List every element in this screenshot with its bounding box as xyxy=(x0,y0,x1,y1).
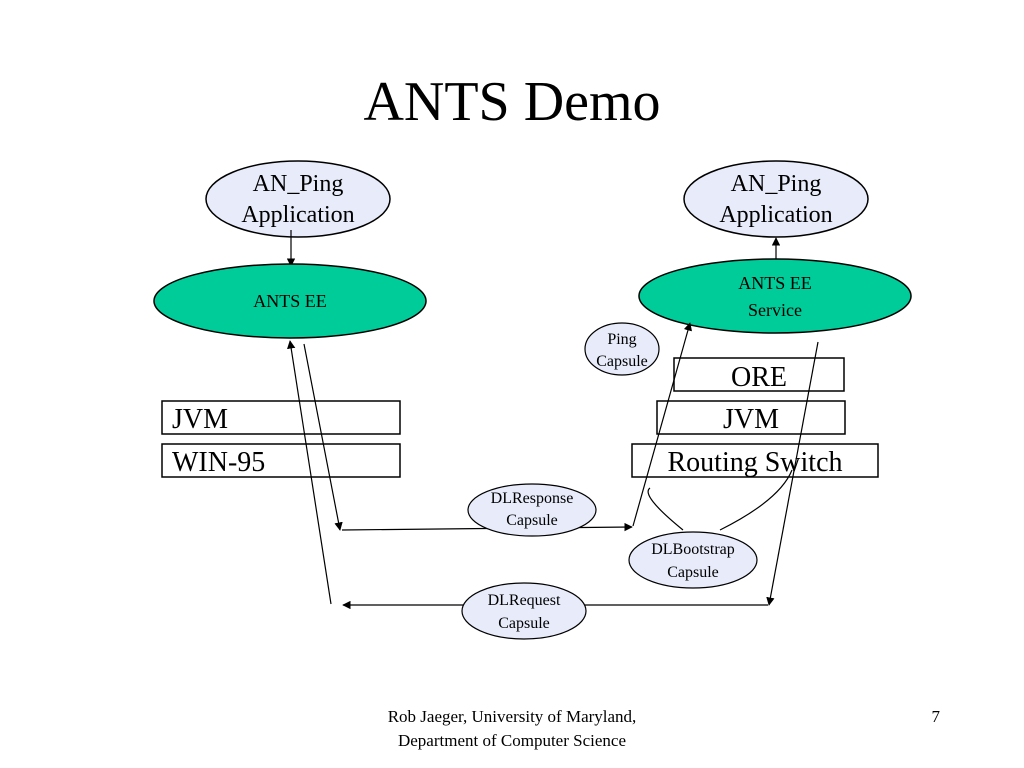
right-jvm-label: JVM xyxy=(723,404,779,435)
right-ore-label: ORE xyxy=(731,362,787,393)
left-os-box: WIN-95 xyxy=(161,443,401,478)
dlresponse-capsule-line2: Capsule xyxy=(506,512,558,529)
dlbootstrap-capsule: DLBootstrap Capsule xyxy=(628,531,758,589)
right-ee-down-arrow xyxy=(766,341,819,606)
dlbootstrap-capsule-line2: Capsule xyxy=(667,564,719,581)
left-ee-label: ANTS EE xyxy=(253,291,327,311)
left-up-to-ee-arrow xyxy=(287,340,332,605)
footer-line2: Department of Computer Science xyxy=(397,731,626,750)
right-jvm-box: JVM xyxy=(656,400,846,435)
left-jvm-label: JVM xyxy=(172,404,228,435)
ping-capsule-line2: Capsule xyxy=(596,353,648,370)
right-ee-ellipse xyxy=(638,258,912,334)
dlrequest-capsule-line1: DLRequest xyxy=(488,592,561,609)
left-app-label-line2: Application xyxy=(241,202,354,228)
ping-capsule-path-arrow xyxy=(632,322,692,527)
left-jvm-box: JVM xyxy=(161,400,401,435)
right-ee-label-line2: Service xyxy=(748,300,802,320)
right-ee-label-line1: ANTS EE xyxy=(738,273,812,293)
dlbootstrap-capsule-line1: DLBootstrap xyxy=(651,541,735,558)
right-ore-box: ORE xyxy=(673,357,845,393)
left-ee-ellipse xyxy=(153,263,427,339)
footer-line1: Rob Jaeger, University of Maryland, xyxy=(387,707,637,726)
dlresponse-capsule-line1: DLResponse xyxy=(491,490,574,507)
left-ee-node: ANTS EE xyxy=(153,263,427,339)
left-ee-down-line xyxy=(303,343,343,531)
dlrequest-capsule: DLRequest Capsule xyxy=(461,582,587,640)
right-app-ellipse xyxy=(683,160,869,238)
dlbootstrap-curve xyxy=(647,469,793,531)
right-app-label-line1: AN_Ping xyxy=(731,171,822,197)
dlrequest-capsule-line2: Capsule xyxy=(498,615,550,632)
ping-capsule: Ping Capsule xyxy=(584,322,660,376)
left-app-node: AN_Ping Application xyxy=(205,160,391,238)
right-routing-box: Routing Switch xyxy=(631,443,879,478)
left-app-label-line1: AN_Ping xyxy=(253,171,344,197)
right-app-label-line2: Application xyxy=(719,202,832,228)
left-app-ellipse xyxy=(205,160,391,238)
ping-capsule-line1: Ping xyxy=(607,331,636,348)
slide-title: ANTS Demo xyxy=(363,71,661,133)
slide-footer: Rob Jaeger, University of Maryland, Depa… xyxy=(300,705,724,753)
right-app-node: AN_Ping Application xyxy=(683,160,869,238)
dlresponse-capsule: DLResponse Capsule xyxy=(467,483,597,537)
right-routing-label: Routing Switch xyxy=(667,447,842,478)
right-ee-node: ANTS EE Service xyxy=(638,258,912,334)
page-number: 7 xyxy=(931,707,941,726)
left-os-label: WIN-95 xyxy=(172,447,265,478)
